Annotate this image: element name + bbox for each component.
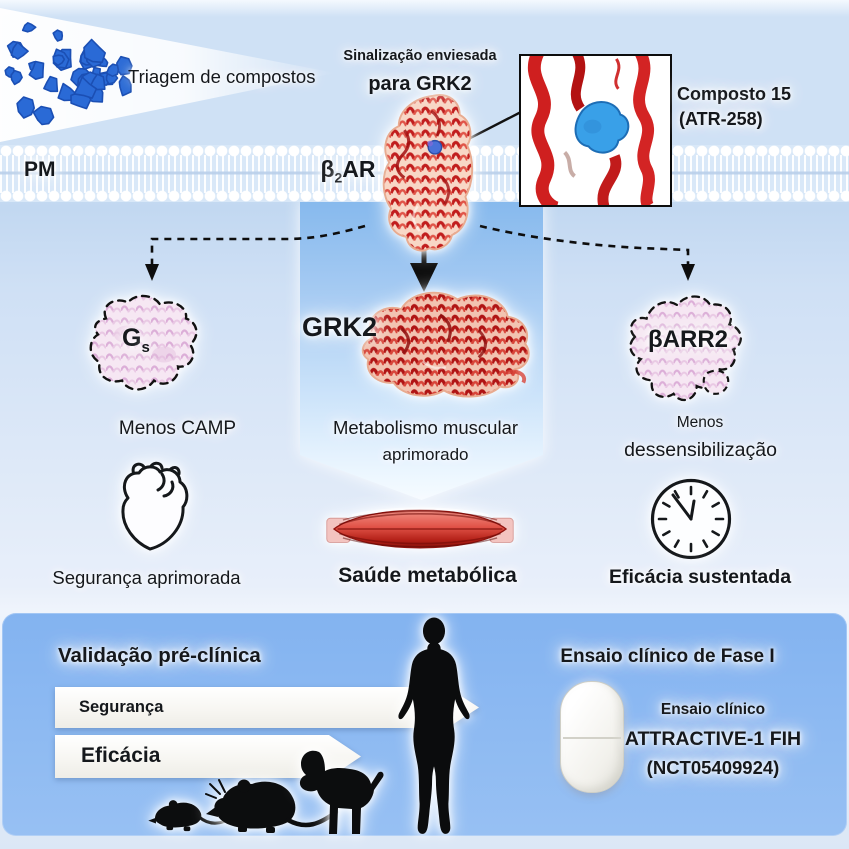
trial-name-line1: Ensaio clínico	[660, 701, 766, 718]
trial-name-line2: ATTRACTIVE-1 FIH	[624, 728, 802, 750]
rat-icon	[205, 779, 339, 833]
barr2-label: βARR2	[648, 326, 728, 353]
clock-icon	[650, 478, 732, 560]
compound-blobs	[4, 22, 133, 126]
compound-blob	[10, 41, 29, 60]
compound-blob	[52, 54, 66, 67]
compound-blob	[32, 105, 55, 126]
compound-label-line2: (ATR-258)	[679, 109, 763, 129]
compound-blob	[52, 29, 64, 42]
efficacy-bar-label: Eficácia	[81, 744, 161, 768]
effect-left-label: Menos CAMP	[118, 418, 237, 439]
gs-label: Gs	[122, 324, 150, 356]
safety-bar-label: Segurança	[79, 698, 164, 717]
receptor-label: β2AR	[320, 156, 376, 186]
barr2-protein-icon	[629, 295, 742, 402]
effect-center-line1: Metabolismo muscular	[332, 417, 519, 438]
compound-blob	[89, 73, 106, 91]
binding-site-ribbons	[527, 56, 655, 205]
grk2-protein-icon	[361, 291, 530, 398]
compound-blob	[73, 76, 98, 99]
effect-right-line2: dessensibilização	[624, 439, 777, 461]
human-icon	[398, 617, 470, 834]
compound-blob	[105, 63, 120, 77]
membrane-label: PM	[24, 158, 56, 181]
muscle-icon	[326, 507, 514, 549]
grk2-label: GRK2	[302, 312, 378, 342]
compound-blob	[83, 38, 106, 64]
pill-icon	[560, 681, 624, 793]
trial-name-line3: (NCT05409924)	[646, 757, 780, 778]
ligand-icon	[427, 139, 443, 155]
signaling-label-line1: Sinalização enviesada	[343, 48, 497, 64]
outcome-center-label: Saúde metabólica	[338, 564, 517, 587]
compound-blob	[16, 96, 35, 119]
outcome-right-label: Eficácia sustentada	[608, 566, 792, 588]
dashed-arrow-right	[479, 224, 695, 281]
gs-protein-icon	[89, 294, 198, 391]
compound-blob	[118, 75, 132, 97]
outcome-left-label: Segurança aprimorada	[52, 567, 241, 588]
compound-blob	[21, 22, 37, 33]
binding-site-inset	[519, 54, 672, 207]
compound-blob	[43, 75, 59, 93]
compound-blob	[10, 69, 23, 86]
beta2ar-protein-icon	[382, 94, 474, 252]
signaling-label-line2: para GRK2	[368, 73, 472, 95]
effect-right-line1: Menos	[676, 414, 724, 431]
screening-label: Triagem de compostos	[128, 66, 316, 87]
preclinical-title: Validação pré-clínica	[58, 644, 261, 667]
compound-label-line1: Composto 15	[677, 84, 792, 104]
clinical-title: Ensaio clínico de Fase I	[560, 646, 775, 667]
dashed-arrow-left	[145, 224, 366, 281]
dog-icon	[299, 750, 384, 834]
compound-blob	[28, 60, 45, 80]
heart-icon	[121, 461, 189, 551]
effect-center-line2: aprimorado	[382, 445, 469, 464]
